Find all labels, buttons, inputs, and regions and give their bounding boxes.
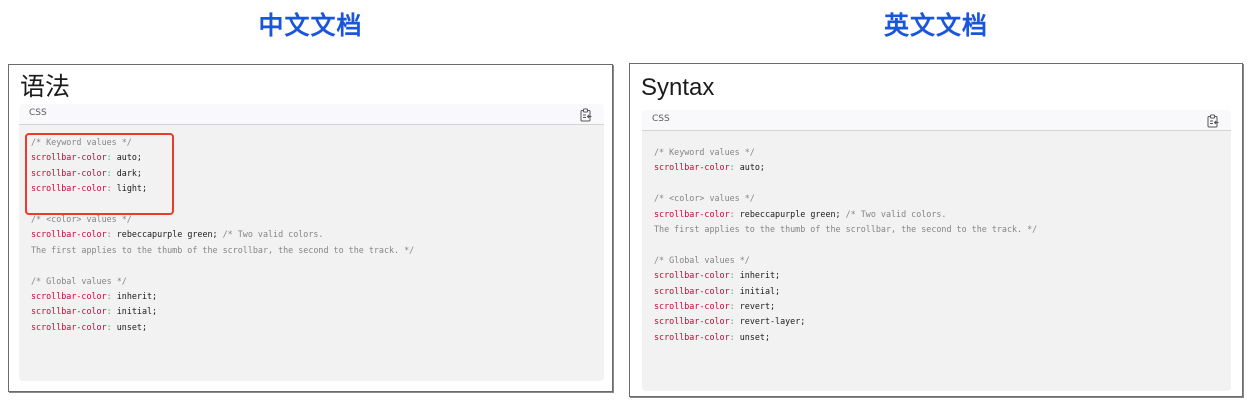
- code-block-header: CSS: [19, 104, 604, 125]
- code-comment: /* <color> values */: [654, 193, 755, 204]
- code-line: scrollbar-color: revert;: [654, 299, 1219, 314]
- code-line: scrollbar-color: inherit;: [654, 268, 1219, 283]
- code-comment: The first applies to the thumb of the sc…: [31, 244, 415, 255]
- css-value: initial;: [116, 306, 158, 317]
- css-value: inherit;: [739, 270, 781, 281]
- code-line: scrollbar-color: dark;: [31, 166, 592, 181]
- code-comment: /* Global values */: [31, 275, 127, 286]
- css-property: scrollbar-color: [654, 270, 730, 281]
- section-heading: 语法: [20, 73, 71, 101]
- code-line: scrollbar-color: unset;: [31, 320, 592, 335]
- code-line: The first applies to the thumb of the sc…: [31, 243, 592, 258]
- colon: :: [106, 167, 117, 178]
- colon: :: [729, 162, 740, 173]
- code-comment: /* Keyword values */: [654, 147, 755, 157]
- code-line: scrollbar-color: rebeccapurple green; /*…: [654, 207, 1219, 222]
- colon: :: [729, 270, 740, 281]
- code-line: /* Global values */: [654, 253, 1219, 268]
- clipboard-copy-icon: [580, 108, 592, 122]
- colon: :: [729, 300, 740, 311]
- code-line: scrollbar-color: inherit;: [31, 289, 592, 304]
- css-value: revert-layer;: [739, 316, 806, 327]
- code-line: [654, 237, 1219, 252]
- css-value: auto;: [116, 152, 142, 163]
- css-property: scrollbar-color: [31, 152, 107, 163]
- css-property: scrollbar-color: [31, 290, 107, 301]
- css-property: scrollbar-color: [31, 321, 107, 332]
- code-line: [31, 258, 592, 273]
- keyword-values-highlight: [25, 133, 174, 215]
- colon: :: [106, 152, 117, 163]
- css-value: unset;: [739, 331, 770, 342]
- code-comment: /* Global values */: [654, 254, 750, 265]
- css-value: unset;: [116, 321, 147, 332]
- css-value: inherit;: [116, 290, 158, 301]
- code-line: /* <color> values */: [654, 191, 1219, 206]
- column-title-english-docs: 英文文档: [883, 11, 988, 40]
- css-property: scrollbar-color: [654, 285, 730, 296]
- column-title-chinese-docs: 中文文档: [258, 11, 363, 40]
- colon: :: [106, 290, 117, 301]
- colon: :: [729, 316, 740, 327]
- clipboard-copy-icon: [1207, 114, 1219, 128]
- code-line: scrollbar-color: auto;: [31, 150, 592, 165]
- code-line: scrollbar-color: unset;: [654, 330, 1219, 345]
- css-value: initial;: [739, 285, 781, 296]
- css-value: dark;: [116, 167, 142, 178]
- code-block: CSS /* Keyword values */ scrollbar-color:…: [19, 104, 604, 381]
- code-block-header: CSS: [642, 110, 1231, 131]
- code-body: /* Keyword values */ scrollbar-color: aut…: [642, 131, 1231, 391]
- colon: :: [106, 306, 117, 317]
- colon: :: [106, 183, 117, 194]
- code-comment: /* Keyword values */: [31, 137, 132, 147]
- colon: :: [106, 229, 117, 240]
- css-value: rebeccapurple green;: [116, 229, 218, 240]
- chinese-docs-panel: 语法 CSS /* Keyword values */ scrollbar-col…: [8, 64, 613, 392]
- code-line: scrollbar-color: revert-layer;: [654, 314, 1219, 329]
- colon: :: [729, 285, 740, 296]
- code-comment: /* <color> values */: [31, 213, 132, 224]
- colon: :: [729, 208, 740, 219]
- code-language-label: CSS: [29, 108, 47, 118]
- css-value: revert;: [739, 300, 776, 311]
- english-docs-panel: Syntax CSS /* Keyword values */ scrollbar…: [629, 63, 1243, 397]
- code-line: /* Global values */: [31, 274, 592, 289]
- css-property: scrollbar-color: [654, 162, 730, 173]
- css-value: auto;: [739, 162, 765, 173]
- code-language-label: CSS: [652, 114, 670, 124]
- code-line: The first applies to the thumb of the sc…: [654, 222, 1219, 237]
- code-line: scrollbar-color: light;: [31, 181, 592, 196]
- code-comment: /* Two valid colors.: [840, 208, 947, 219]
- css-property: scrollbar-color: [654, 208, 730, 219]
- colon: :: [729, 331, 740, 342]
- code-line: [654, 176, 1219, 191]
- code-line: /* Keyword values */: [31, 135, 592, 150]
- code-line: scrollbar-color: auto;: [654, 160, 1219, 175]
- css-property: scrollbar-color: [654, 316, 730, 327]
- copy-to-clipboard-button[interactable]: [1207, 113, 1219, 128]
- code-line: /* Keyword values */: [654, 145, 1219, 160]
- code-body: /* Keyword values */ scrollbar-color: aut…: [19, 125, 604, 381]
- css-value: light;: [116, 183, 147, 194]
- code-line: scrollbar-color: initial;: [31, 304, 592, 319]
- code-comment: /* Two valid colors.: [217, 229, 324, 240]
- css-property: scrollbar-color: [31, 183, 107, 194]
- code-line: /* <color> values */: [31, 212, 592, 227]
- section-heading: Syntax: [641, 74, 715, 101]
- css-property: scrollbar-color: [31, 306, 107, 317]
- css-property: scrollbar-color: [654, 300, 730, 311]
- code-comment: The first applies to the thumb of the sc…: [654, 223, 1038, 234]
- css-property: scrollbar-color: [31, 167, 107, 178]
- css-property: scrollbar-color: [654, 331, 730, 342]
- code-line: scrollbar-color: rebeccapurple green; /*…: [31, 227, 592, 242]
- css-value: rebeccapurple green;: [739, 208, 841, 219]
- copy-to-clipboard-button[interactable]: [580, 107, 592, 122]
- code-line: scrollbar-color: initial;: [654, 284, 1219, 299]
- colon: :: [106, 321, 117, 332]
- css-property: scrollbar-color: [31, 229, 107, 240]
- code-block: CSS /* Keyword values */ scrollbar-color:…: [642, 110, 1231, 391]
